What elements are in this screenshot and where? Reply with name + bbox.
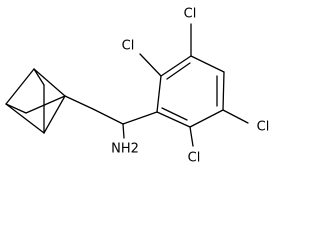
bond-cl-bottom bbox=[189, 126, 194, 147]
label-cl-right: Cl bbox=[257, 120, 270, 135]
bond-norbornane-2 bbox=[33, 68, 66, 97]
ring-double-bond-3 bbox=[161, 107, 188, 121]
bond-ch2-attach bbox=[64, 95, 94, 110]
structure-diagram: NH2 Cl Cl Cl Cl bbox=[5, 7, 269, 166]
label-cl-top-left: Cl bbox=[122, 39, 135, 54]
bond-norbornane-4 bbox=[5, 103, 45, 134]
ring-bond-4 bbox=[222, 71, 225, 111]
trichlorophenyl-ring bbox=[156, 55, 225, 128]
label-nh2: NH2 bbox=[111, 142, 139, 157]
atom-labels: NH2 Cl Cl Cl Cl bbox=[111, 7, 269, 166]
bond-norbornane-3 bbox=[43, 95, 66, 134]
bond-norbornane-5 bbox=[5, 103, 27, 114]
label-cl-bottom: Cl bbox=[188, 151, 201, 166]
ring-bond-3 bbox=[190, 55, 225, 73]
bond-ch-ring bbox=[122, 111, 158, 125]
bond-ch2-ch bbox=[92, 108, 124, 125]
bond-norbornane-6 bbox=[25, 95, 66, 114]
ethyl-linker bbox=[64, 95, 158, 139]
bond-norbornane-1 bbox=[5, 68, 35, 105]
ring-bond-6 bbox=[156, 111, 191, 128]
substituent-bonds bbox=[139, 23, 249, 147]
bond-norbornane-7 bbox=[33, 68, 45, 86]
bond-cl-right bbox=[222, 109, 249, 124]
ring-bond-5 bbox=[189, 109, 224, 128]
ring-bond-2 bbox=[160, 55, 192, 77]
label-cl-top-right: Cl bbox=[184, 7, 197, 22]
norbornyl-group bbox=[5, 68, 66, 134]
bond-ch-nh2 bbox=[122, 123, 125, 139]
ring-bond-1 bbox=[156, 75, 162, 113]
ring-double-bond-1 bbox=[166, 62, 191, 80]
bond-cl-top-left bbox=[139, 53, 162, 77]
